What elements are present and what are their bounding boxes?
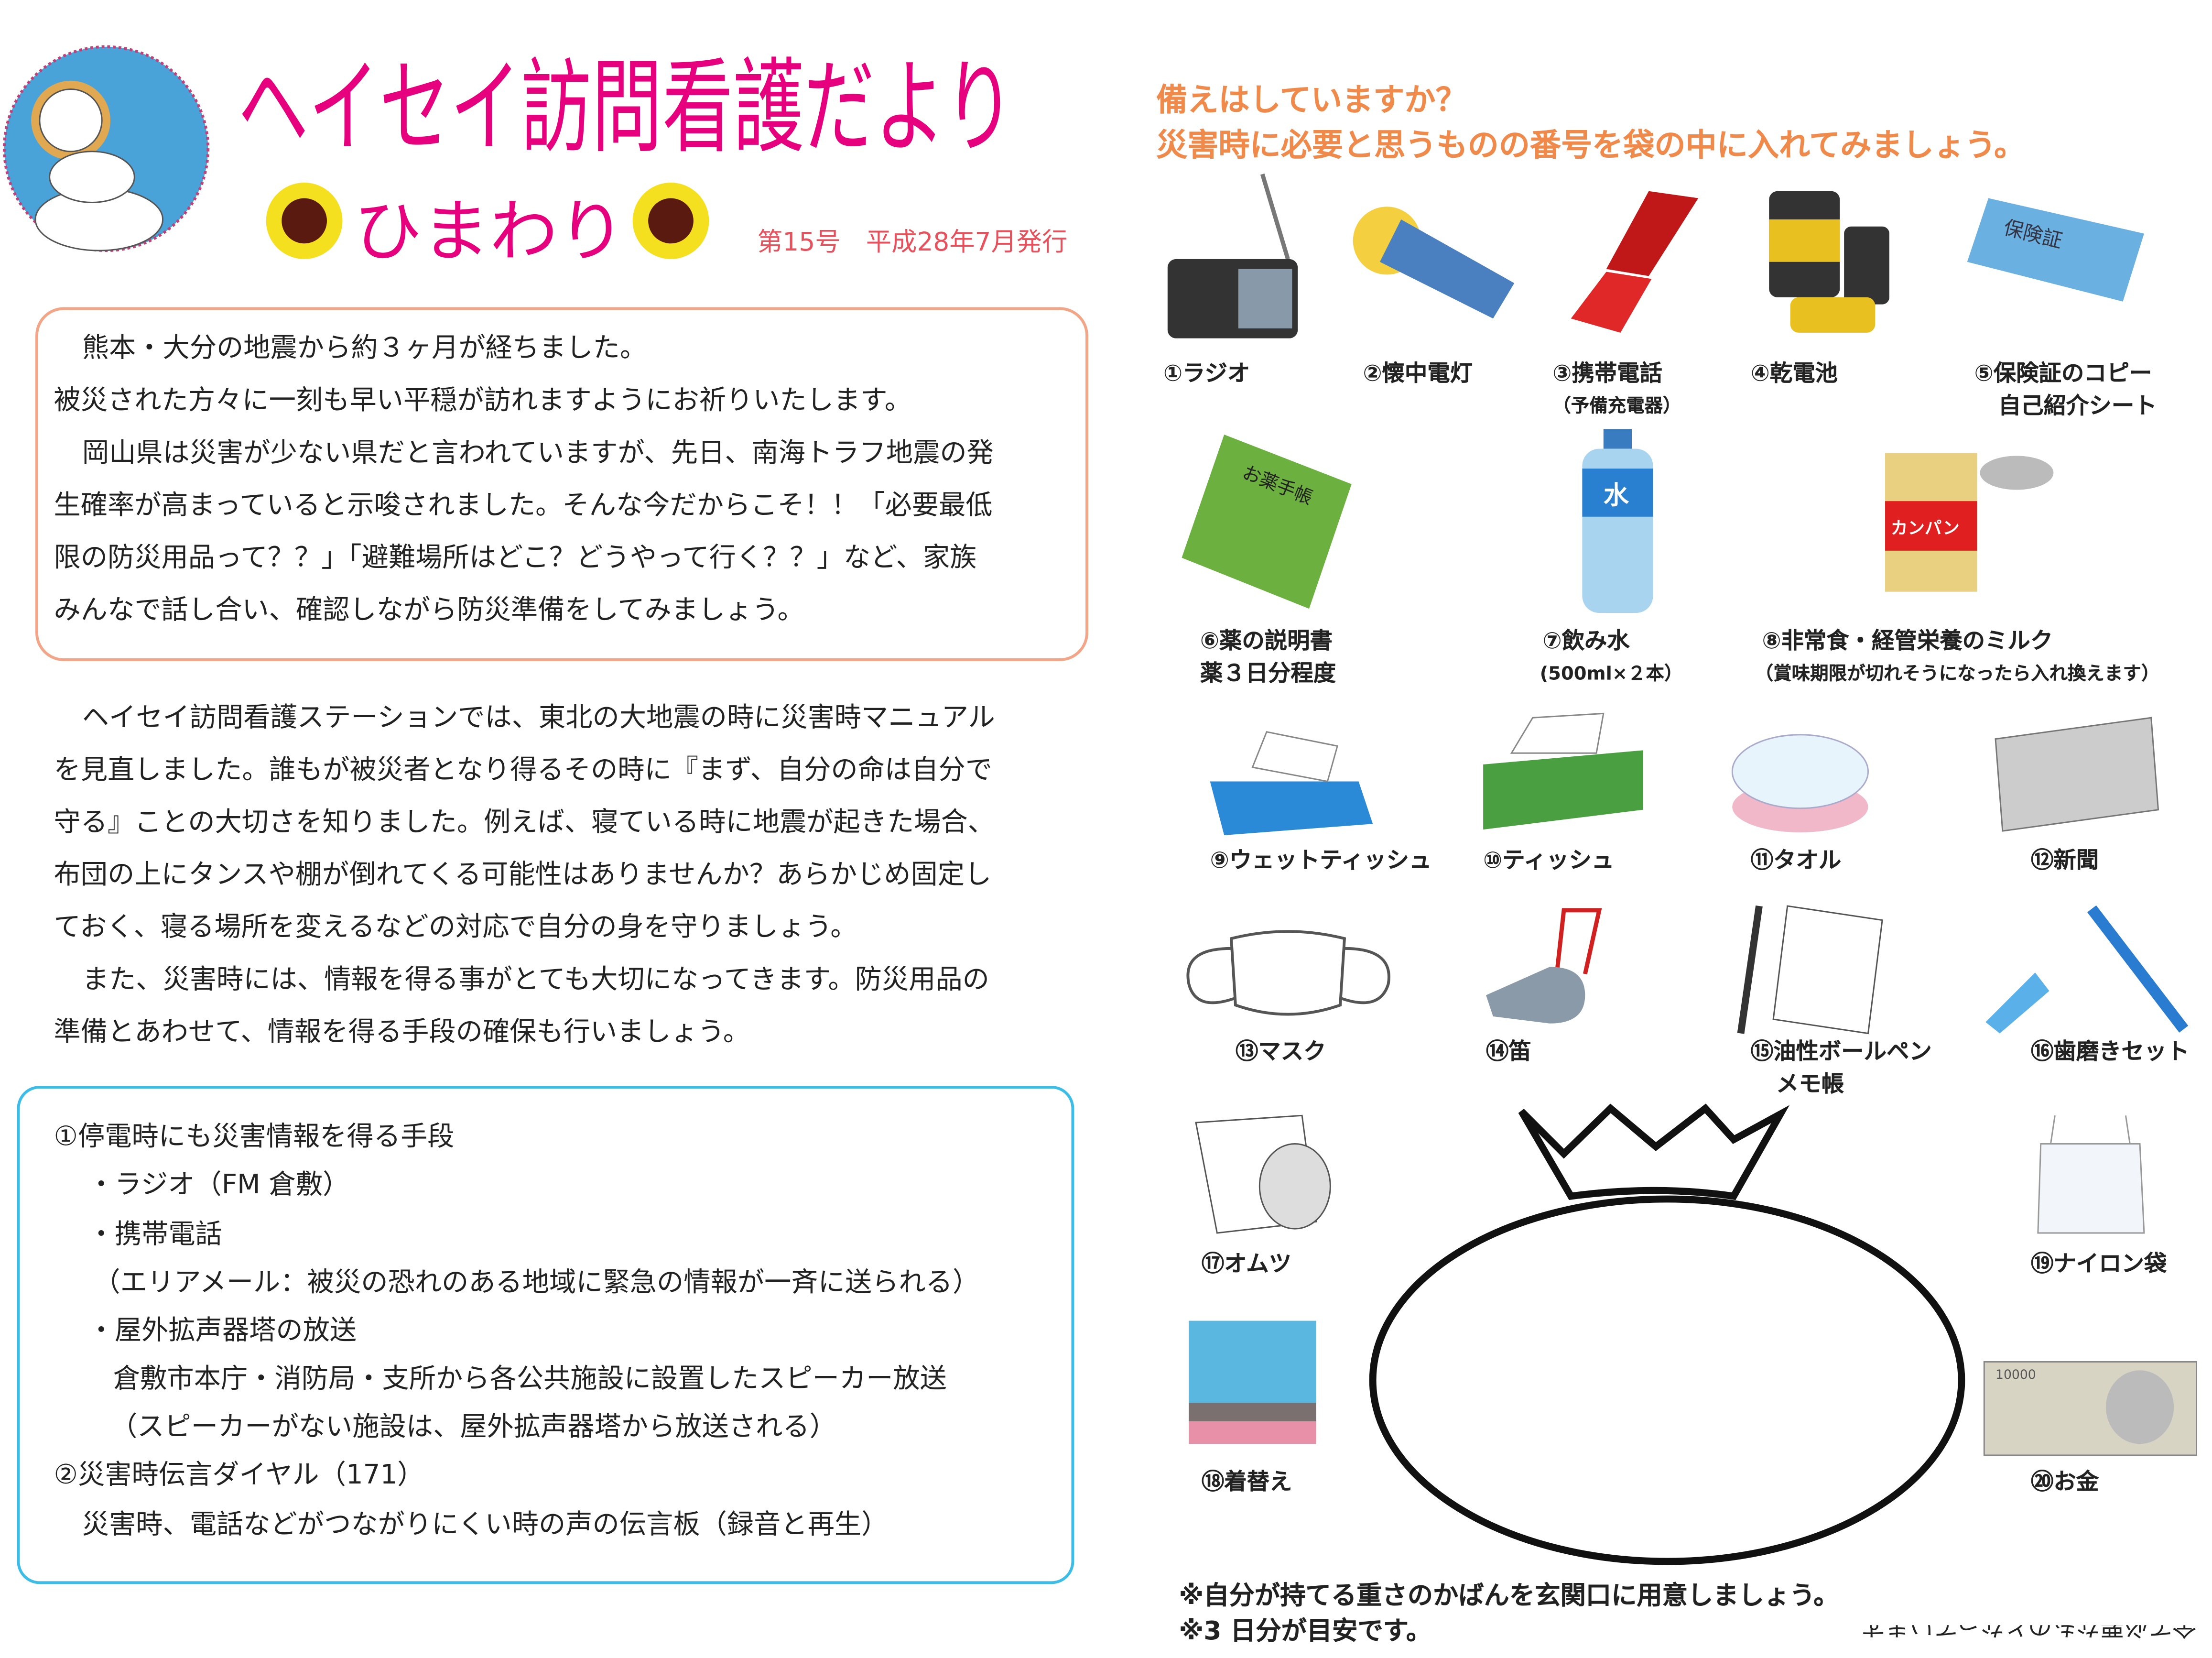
note-line: ※3 日分が目安です。 [1179, 1616, 1432, 1647]
towel-icon [1731, 734, 1869, 833]
money-bill-icon: 10000 [1983, 1361, 2197, 1456]
item-label: ⑦飲み水 [1542, 627, 1630, 654]
info-line: 倉敷市本庁・消防局・支所から各公共施設に設置したスピーカー放送 [113, 1363, 947, 1395]
info-line: ②災害時伝言ダイヤル（171） [54, 1459, 424, 1491]
info-box [17, 1086, 1074, 1584]
pen-and-notepad-icon [1737, 905, 1883, 1035]
item-sublabel: メモ帳 [1776, 1070, 1844, 1097]
body-line: 守る』ことの大切さを知りました。例えば、寝ている時に地震が起きた場合、 [54, 807, 995, 838]
kanpan-text: カンパン [1891, 518, 1960, 538]
item-sublabel: （賞味期限が切れそうになったら入れ換えます） [1755, 664, 2160, 686]
water-label-text: 水 [1604, 480, 1629, 510]
item-label: ⑯歯磨きセット [2031, 1037, 2190, 1065]
item-label: ⑤保険証のコピー [1974, 360, 2152, 387]
clothes-icon [1189, 1320, 1316, 1444]
mobile-phone-icon [1571, 191, 1699, 333]
item-sublabel: 自己紹介シート [1998, 392, 2157, 419]
upside-down-answer: 答：全て必要なものとなっています。 [1840, 1611, 2212, 1639]
info-line: ・屋外拡声器塔の放送 [87, 1315, 357, 1346]
item-label: ⑳お金 [2031, 1468, 2099, 1495]
info-line: （エリアメール：被災の恐れのある地域に緊急の情報が一斉に送られる） [93, 1267, 980, 1298]
item-label: ⑲ナイロン袋 [2031, 1250, 2167, 1277]
item-label: ⑩ティッシュ [1483, 846, 1615, 873]
quiz-instruction: 災害時に必要と思うものの番号を袋の中に入れてみましょう。 [1156, 129, 2026, 164]
note-line: ※自分が持てる重さのかばんを玄関口に用意しましょう。 [1179, 1581, 1839, 1611]
item-label: ⑫新聞 [2031, 846, 2099, 873]
item-label: ⑭笛 [1486, 1037, 1531, 1065]
body-line: 布団の上にタンスや棚が倒れてくる可能性はありませんか？あらかじめ固定し [54, 859, 992, 891]
bill-denomination-text: 10000 [1995, 1367, 2036, 1382]
flashlight-icon [1353, 207, 1515, 319]
emergency-bag-drawing[interactable] [1359, 1097, 1982, 1571]
sunflower-icon [632, 182, 709, 259]
sunflower-icon [266, 182, 343, 259]
plastic-bag-icon [2037, 1115, 2145, 1234]
item-label: ⑱着替え [1201, 1468, 1292, 1495]
tissue-box-icon [1483, 712, 1643, 830]
info-line: 災害時、電話などがつながりにくい時の声の伝言板（録音と再生） [82, 1509, 889, 1540]
intro-line: 生確率が高まっていると示唆されました。そんな今だからこそ！！「必要最低 [54, 490, 993, 521]
sunflower-mascot-logo [2, 45, 210, 252]
issue-info: 第15号 平成28年7月発行 [757, 228, 1068, 258]
body-line: 準備とあわせて、情報を得る手段の確保も行いましょう。 [54, 1016, 750, 1048]
item-label: ①ラジオ [1163, 360, 1250, 387]
item-label: ③携帯電話 [1552, 360, 1662, 387]
emergency-food-can-icon: カンパン [1885, 453, 2054, 592]
item-label: ⑬マスク [1235, 1037, 1326, 1065]
toothbrush-set-icon [1985, 905, 2189, 1034]
radio-icon [1167, 173, 1298, 338]
body-line: を見直しました。誰もが被災者となり得るその時に『まず、自分の命は自分で [54, 754, 992, 786]
insurance-card-icon: 保険証 [1967, 198, 2144, 302]
intro-line: みんなで話し合い、確認しながら防災準備をしてみましょう。 [54, 594, 804, 626]
item-sublabel: 薬３日分程度 [1200, 659, 1336, 687]
whistle-icon [1486, 908, 1602, 1024]
item-label: ⑰オムツ [1201, 1250, 1292, 1277]
item-label: ⑪タオル [1750, 846, 1842, 873]
body-line: また、災害時には、情報を得る事がとても大切になってきます。防災用品の [82, 964, 989, 995]
body-line: ておく、寝る場所を変えるなどの対応で自分の身を守りましょう。 [54, 911, 857, 943]
item-sublabel: (500ml×２本） [1540, 664, 1683, 686]
item-label: ④乾電池 [1750, 360, 1838, 387]
info-line: ・携帯電話 [87, 1219, 222, 1250]
intro-box [35, 307, 1089, 661]
intro-line: 岡山県は災害が少ない県だと言われていますが、先日、南海トラフ地震の発 [82, 437, 994, 469]
newsletter-title: ヘイセイ訪問看護だより [238, 48, 1015, 168]
info-line: ・ラジオ（FM 倉敷） [87, 1169, 350, 1200]
newsletter-subtitle: ひまわり [354, 192, 626, 272]
diaper-icon [1195, 1114, 1331, 1234]
quiz-heading: 備えはしていますか？ [1156, 83, 1467, 119]
item-sublabel: （予備充電器） [1552, 396, 1681, 418]
mask-icon [1186, 930, 1390, 1016]
item-label: ⑥薬の説明書 [1200, 627, 1333, 654]
newspaper-icon [1995, 717, 2159, 832]
water-bottle-icon: 水 [1582, 429, 1653, 613]
intro-line: 限の防災用品って？？」「避難場所はどこ？どうやって行く？？」など、家族 [54, 542, 977, 574]
info-line: ①停電時にも災害情報を得る手段 [54, 1121, 455, 1153]
body-line: ヘイセイ訪問看護ステーションでは、東北の大地震の時に災害時マニュアル [82, 702, 995, 733]
medicine-book-icon: お薬手帳 [1182, 435, 1352, 609]
wet-tissue-icon [1210, 731, 1373, 835]
item-label: ⑧非常食・経管栄養のミルク [1762, 627, 2053, 654]
item-label: ②懐中電灯 [1363, 360, 1473, 387]
intro-line: 被災された方々に一刻も早い平穏が訪れますようにお祈りいたします。 [54, 385, 912, 416]
battery-icon [1769, 191, 1889, 333]
intro-line: 熊本・大分の地震から約３ヶ月が経ちました。 [82, 332, 647, 364]
item-label: ⑨ウェットティッシュ [1210, 846, 1432, 873]
item-label: ⑮油性ボールペン [1750, 1037, 1932, 1065]
info-line: （スピーカーがない施設は、屋外拡声器塔から放送される） [110, 1411, 836, 1443]
